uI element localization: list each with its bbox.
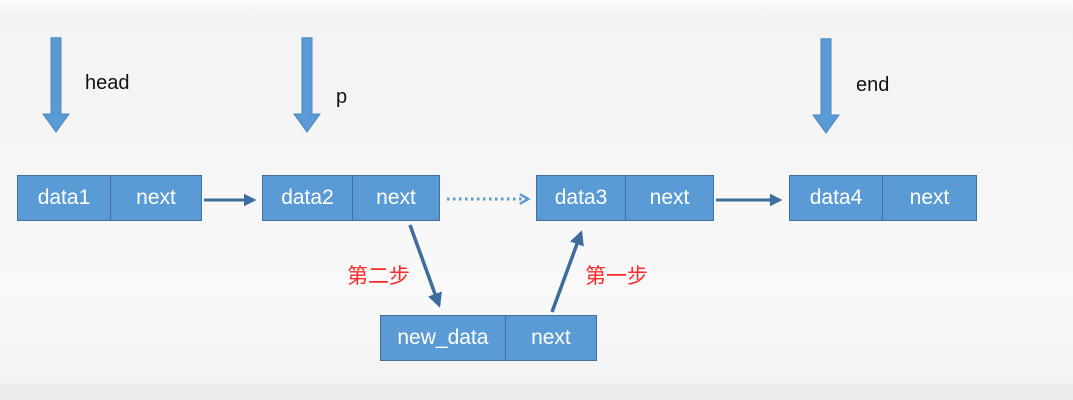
- link-data2-to-new-data: [408, 224, 442, 308]
- node-new-data: new_data next: [380, 315, 597, 361]
- node-data2: data2 next: [262, 175, 440, 221]
- head-pointer-arrow-icon: [42, 37, 70, 133]
- p-pointer-label: p: [336, 86, 348, 108]
- link-new-data-to-data3: [550, 230, 584, 313]
- end-pointer-arrow-icon: [812, 38, 840, 134]
- node-data1-data-cell: data1: [37, 186, 91, 209]
- node-data1-next-cell: next: [109, 176, 201, 220]
- end-pointer-label: end: [856, 74, 890, 96]
- node-data2-next-cell: next: [351, 176, 439, 220]
- node-data4-data-cell: data4: [809, 186, 863, 209]
- step2-label: 第二步: [347, 265, 410, 288]
- node-data3: data3 next: [536, 175, 714, 221]
- node-data1: data1 next: [17, 175, 202, 221]
- node-data4: data4 next: [789, 175, 977, 221]
- node-new-data-data-cell: new_data: [397, 326, 489, 349]
- step1-label: 第一步: [585, 265, 648, 288]
- node-data2-data-cell: data2: [281, 186, 334, 209]
- node-data3-next-cell: next: [625, 176, 713, 220]
- node-data3-data-cell: data3: [554, 186, 608, 209]
- node-data4-next-cell: next: [882, 176, 976, 220]
- p-pointer-arrow-icon: [293, 37, 321, 133]
- head-pointer-label: head: [85, 72, 130, 94]
- node-new-data-next-cell: next: [504, 316, 596, 360]
